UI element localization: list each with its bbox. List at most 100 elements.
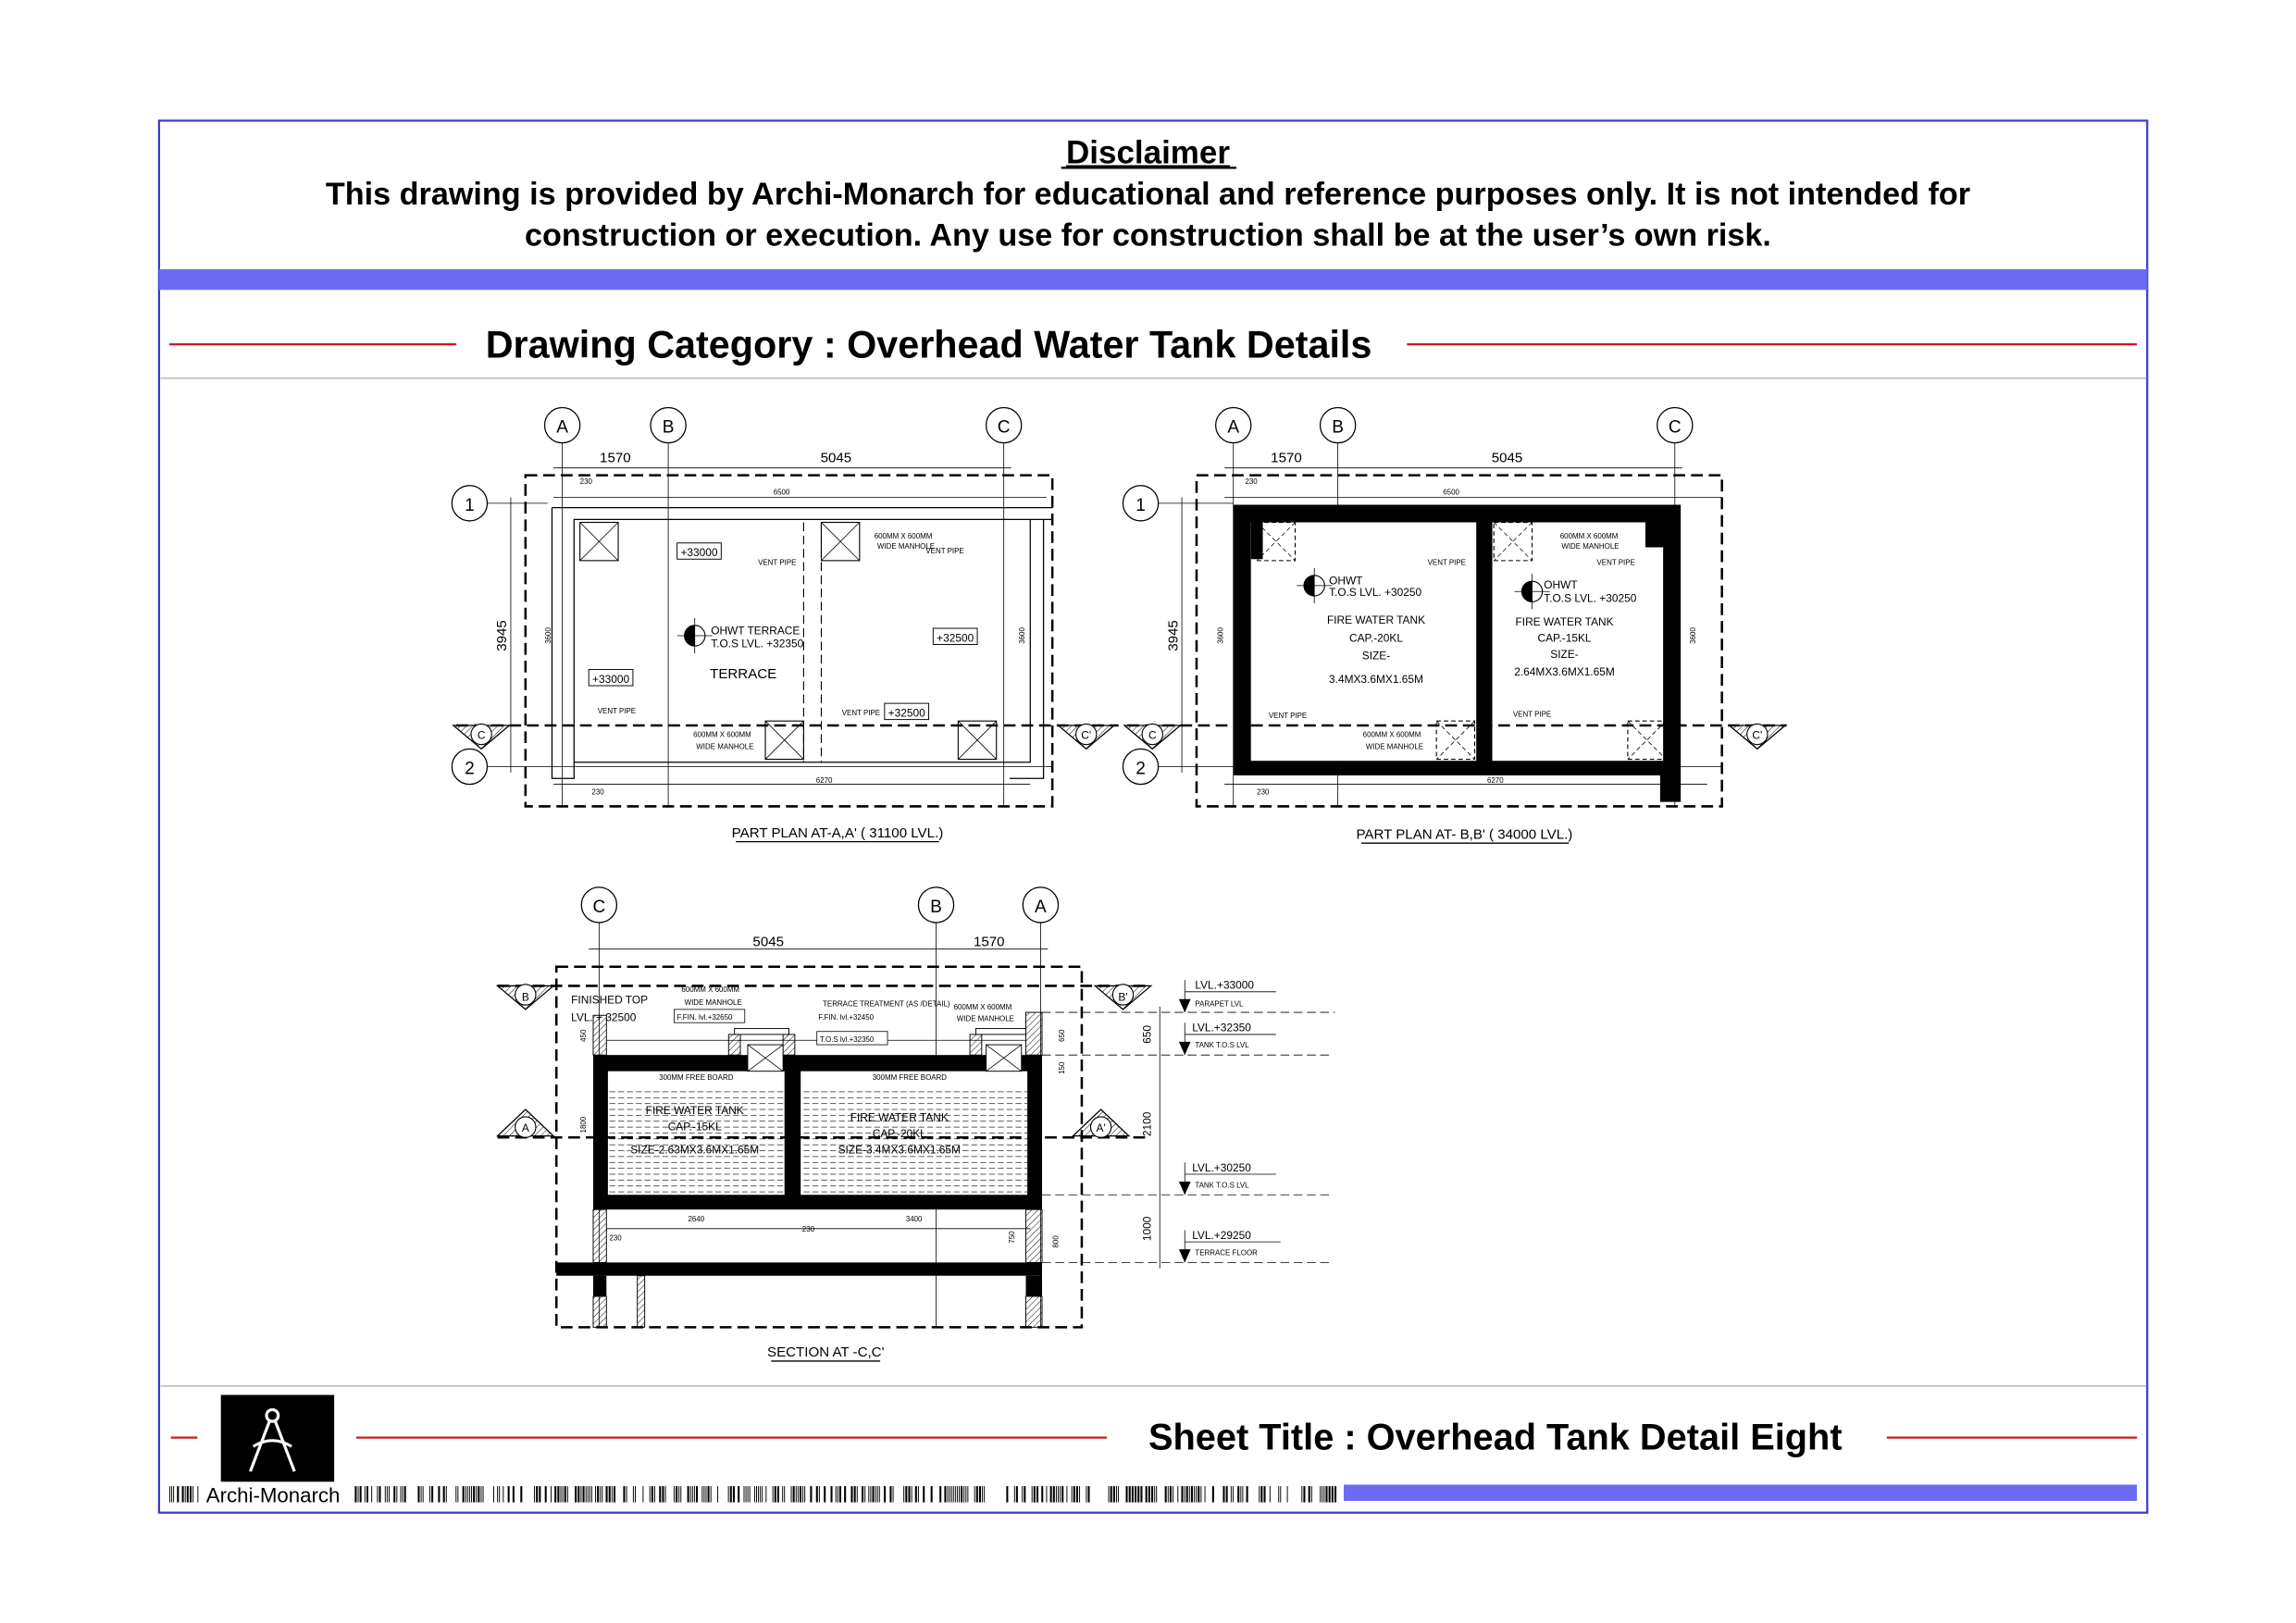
- barcode-bar: [949, 1486, 950, 1503]
- barcode-bar: [557, 1486, 560, 1503]
- tank-cap-20kl: CAP.-20KL: [1349, 631, 1403, 644]
- drawing-category-title: Drawing Category : Overhead Water Tank D…: [486, 323, 1372, 365]
- manhole-label: WIDE MANHOLE: [685, 998, 742, 1007]
- manhole-label: WIDE MANHOLE: [1366, 742, 1423, 750]
- barcode-bar: [862, 1486, 864, 1503]
- barcode-bar: [758, 1486, 760, 1503]
- barcode-bar: [429, 1486, 430, 1503]
- barcode-bar: [1118, 1486, 1120, 1503]
- barcode-bar: [727, 1486, 729, 1503]
- barcode-bar: [878, 1486, 880, 1503]
- barcode-bar: [597, 1486, 600, 1503]
- section-cc: C B A 5045 1570: [496, 886, 1335, 1362]
- barcode-bar: [575, 1486, 577, 1503]
- barcode-bar: [1325, 1486, 1328, 1503]
- grid-1: 1: [1136, 496, 1146, 515]
- barcode-bar: [177, 1486, 180, 1503]
- barcode-bar: [738, 1486, 740, 1503]
- dim-3945: 3945: [494, 620, 510, 651]
- barcode-bar: [856, 1486, 858, 1503]
- dim-3600-left: 3600: [544, 627, 552, 644]
- barcode-bar: [1075, 1486, 1078, 1503]
- barcode-bar: [762, 1486, 763, 1503]
- vent-pipe-label: VENT PIPE: [842, 709, 880, 717]
- barcode-bar: [875, 1486, 876, 1503]
- dim-6500: 6500: [1443, 488, 1459, 496]
- barcode-bar: [422, 1486, 424, 1503]
- barcode-bar: [835, 1486, 837, 1503]
- barcode-bar: [197, 1486, 199, 1503]
- dim-3600-left: 3600: [1217, 627, 1225, 644]
- tank-size-label: SIZE-: [1550, 648, 1578, 661]
- barcode-bar: [790, 1486, 792, 1503]
- barcode-bar: [802, 1486, 804, 1503]
- barcode-bar: [691, 1486, 693, 1503]
- barcode-bar: [1167, 1486, 1169, 1503]
- barcode-bar: [1079, 1486, 1081, 1503]
- level-tag: +33000: [592, 673, 629, 686]
- dim-1000: 1000: [1141, 1216, 1154, 1241]
- barcode-bar: [903, 1486, 905, 1503]
- grid-a: A: [1227, 418, 1239, 438]
- dim-650-small: 650: [1058, 1029, 1066, 1042]
- barcode-bar: [705, 1486, 707, 1503]
- barcode-bar: [455, 1486, 457, 1503]
- barcode-bar: [756, 1486, 757, 1503]
- barcode-bar: [587, 1486, 589, 1503]
- barcode-bar: [600, 1486, 602, 1503]
- barcode-bar: [693, 1486, 695, 1503]
- barcode-bar: [1222, 1486, 1225, 1503]
- disclaimer-line-1: This drawing is provided by Archi-Monarc…: [326, 177, 1970, 212]
- level-value: LVL.+29250: [1192, 1229, 1251, 1242]
- barcode-bar: [357, 1486, 359, 1503]
- cut-a-prime: A': [1097, 1121, 1106, 1134]
- barcode-bar: [1055, 1486, 1057, 1503]
- barcode-bar: [605, 1486, 608, 1503]
- level-label: TANK T.O.S LVL: [1195, 1181, 1249, 1189]
- barcode-bar: [892, 1486, 894, 1503]
- barcode-bar: [963, 1486, 965, 1503]
- barcode-bar: [580, 1486, 582, 1503]
- barcode-bar: [473, 1486, 476, 1503]
- tank-size-label: SIZE-: [1362, 649, 1390, 662]
- tank-size-15kl: 2.64MX3.6MX1.65M: [1514, 665, 1615, 678]
- barcode-bar: [1041, 1486, 1044, 1503]
- barcode-bar: [466, 1486, 468, 1503]
- barcode-bar: [577, 1486, 580, 1503]
- barcode-bar: [984, 1486, 986, 1503]
- tank-size-15kl: SIZE-2.63MX3.6MX1.65M: [630, 1144, 759, 1157]
- barcode-bar: [939, 1486, 942, 1503]
- barcode-bar: [930, 1486, 933, 1503]
- barcode-bar: [923, 1486, 925, 1503]
- barcode-bar: [608, 1486, 611, 1503]
- barcode-bar: [1150, 1486, 1154, 1503]
- barcode-bar: [1110, 1486, 1112, 1503]
- ffl-32450: F.FIN. lvl.+32450: [818, 1013, 874, 1022]
- barcode-bar: [850, 1486, 853, 1503]
- barcode-bar: [192, 1486, 194, 1503]
- level-marker: LVL.+32350 TANK T.O.S LVL: [1178, 1022, 1276, 1056]
- barcode-bar: [747, 1486, 749, 1503]
- tank-label-15kl: FIRE WATER TANK: [1515, 615, 1613, 628]
- barcode-bar: [420, 1486, 422, 1503]
- grid-b: B: [930, 898, 942, 917]
- level-label: PARAPET LVL: [1195, 1000, 1244, 1009]
- barcode-bar: [1259, 1486, 1260, 1503]
- barcode-bar: [664, 1486, 666, 1503]
- barcode-bar: [1320, 1486, 1322, 1503]
- barcode-bar: [388, 1486, 390, 1503]
- barcode-bar: [1242, 1486, 1244, 1503]
- barcode-bar: [181, 1486, 184, 1503]
- vent-pipe-label: VENT PIPE: [1513, 710, 1551, 718]
- dim-230: 230: [609, 1234, 622, 1243]
- barcode-bar: [689, 1486, 691, 1503]
- dim-650: 650: [1141, 1025, 1154, 1044]
- ohwt-terrace-label: OHWT TERRACE: [711, 624, 800, 637]
- barcode-bar: [512, 1486, 515, 1503]
- barcode-bar: [634, 1486, 636, 1503]
- barcode-bar: [562, 1486, 564, 1503]
- level-marker: LVL.+29250 TERRACE FLOOR: [1178, 1229, 1281, 1263]
- barcode-bar: [961, 1486, 963, 1503]
- cut-c-prime: C': [1081, 728, 1091, 741]
- barcode-bar: [729, 1486, 732, 1503]
